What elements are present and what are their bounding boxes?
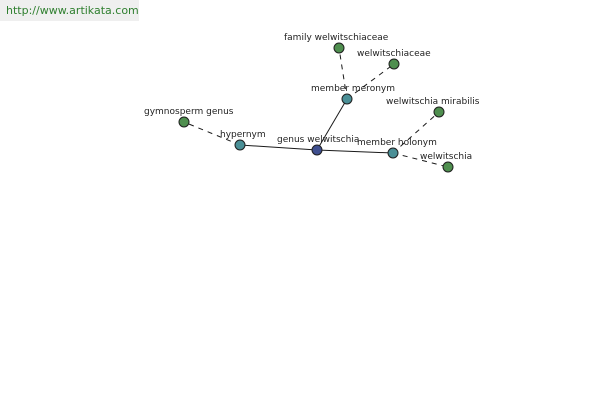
label-welwitschia[interactable]: welwitschia xyxy=(420,152,472,162)
node-welwitschia-mirabilis[interactable] xyxy=(433,106,445,118)
edge-hypernym-to-gymnosperm-genus xyxy=(183,121,241,146)
node-welwitschiaceae[interactable] xyxy=(388,58,400,70)
node-family-welwitschiaceae[interactable] xyxy=(333,42,345,54)
site-url[interactable]: http://www.artikata.com xyxy=(0,0,139,21)
label-member-meronym[interactable]: member meronym xyxy=(311,84,395,94)
label-welwitschiaceae[interactable]: welwitschiaceae xyxy=(357,49,431,59)
labels-layer: genus welwitschia hypernym member meronym m… xyxy=(144,33,480,162)
node-member-meronym[interactable] xyxy=(341,93,353,105)
label-gymnosperm-genus[interactable]: gymnosperm genus xyxy=(144,107,234,117)
label-welwitschia-mirabilis[interactable]: welwitschia mirabilis xyxy=(386,97,480,107)
label-hypernym[interactable]: hypernym xyxy=(220,130,266,140)
node-center[interactable] xyxy=(311,144,323,156)
edges-layer xyxy=(183,47,449,168)
node-welwitschia[interactable] xyxy=(442,161,454,173)
node-gymnosperm-genus[interactable] xyxy=(178,116,190,128)
node-member-holonym[interactable] xyxy=(387,147,399,159)
label-family-welwitschiaceae[interactable]: family welwitschiaceae xyxy=(284,33,389,43)
nodes-layer xyxy=(178,42,454,173)
edge-center-to-member-holonym xyxy=(316,149,394,154)
edge-member-meronym-to-family-welwitschiaceae xyxy=(338,47,348,100)
edge-member-holonym-to-welwitschia-mirabilis xyxy=(392,111,440,154)
edge-center-to-member-meronym xyxy=(316,98,348,151)
label-member-holonym[interactable]: member holonym xyxy=(357,138,437,148)
edge-center-to-hypernym xyxy=(239,144,318,151)
label-center[interactable]: genus welwitschia xyxy=(277,135,359,145)
node-hypernym[interactable] xyxy=(234,139,246,151)
